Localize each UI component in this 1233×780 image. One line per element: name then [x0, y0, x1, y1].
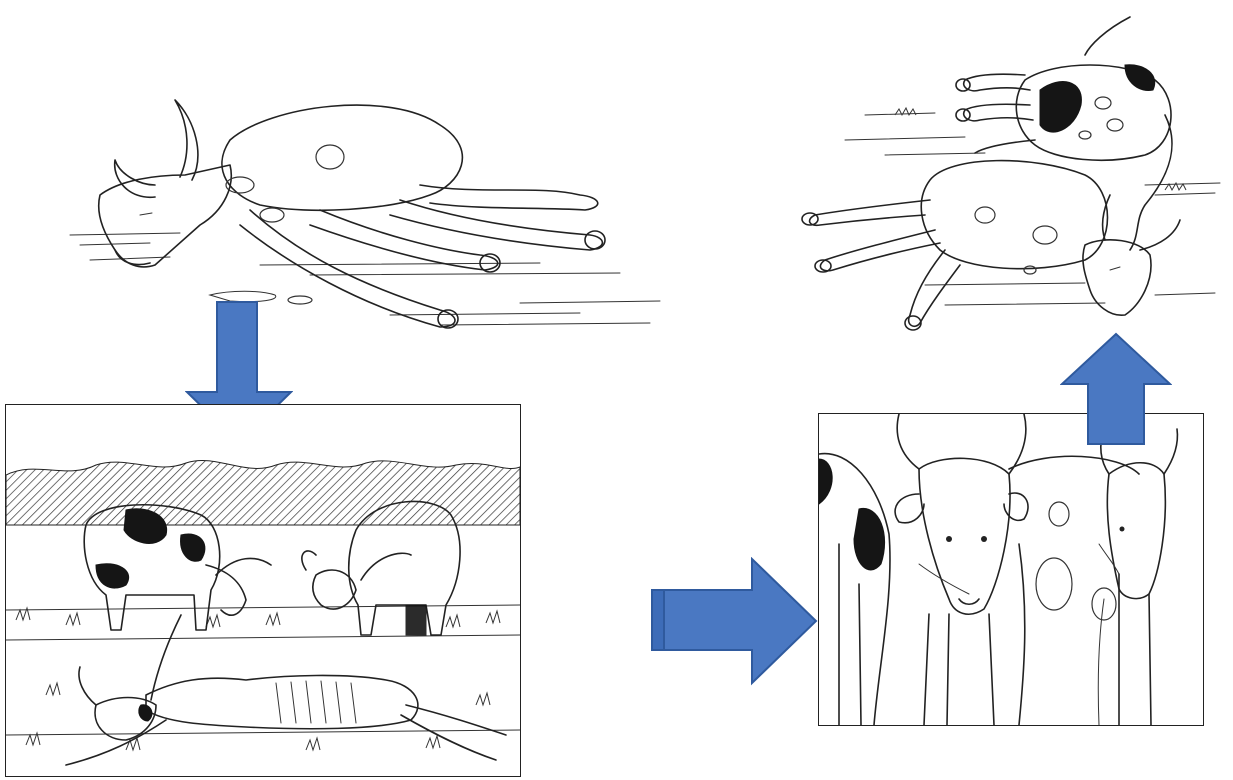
right-arrow-icon — [650, 557, 820, 687]
sick-cow-lying-illustration — [60, 85, 670, 340]
herd-grazing-with-dead-cow-illustration — [5, 404, 521, 777]
tethered-cattle-illustration — [818, 413, 1204, 726]
two-dead-cows-illustration — [785, 5, 1225, 340]
up-arrow-icon — [1060, 332, 1172, 447]
